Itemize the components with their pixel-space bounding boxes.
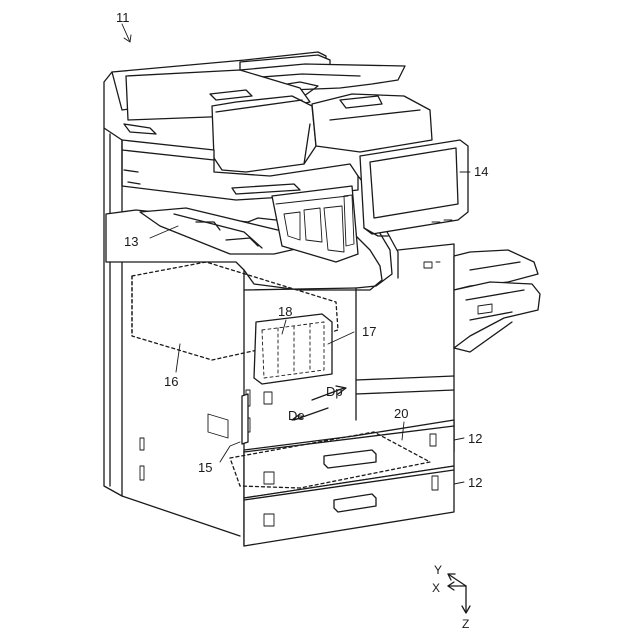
axis-label-x: X [432,581,440,595]
label-internal-unit: 16 [164,374,178,389]
label-cassette-upper: 12 [468,431,482,446]
label-cartridge-set: 17 [362,324,376,339]
axis-label-z: Z [462,617,469,631]
sheet-cassettes [230,420,454,546]
operation-panel [360,140,468,236]
axis-indicator: Y X Z [432,563,470,631]
finisher-tray [454,250,540,352]
label-cassette-lower: 12 [468,475,482,490]
label-direction-detach: De [288,408,305,423]
label-cartridge: 18 [278,304,292,319]
label-output-tray: 13 [124,234,138,249]
label-direction-push: Dp [326,384,343,399]
label-drawer-region: 20 [394,406,408,421]
label-device: 11 [116,10,130,25]
label-front-cover: 15 [198,460,212,475]
label-operation-panel: 14 [474,164,488,179]
axis-label-y: Y [434,563,442,577]
